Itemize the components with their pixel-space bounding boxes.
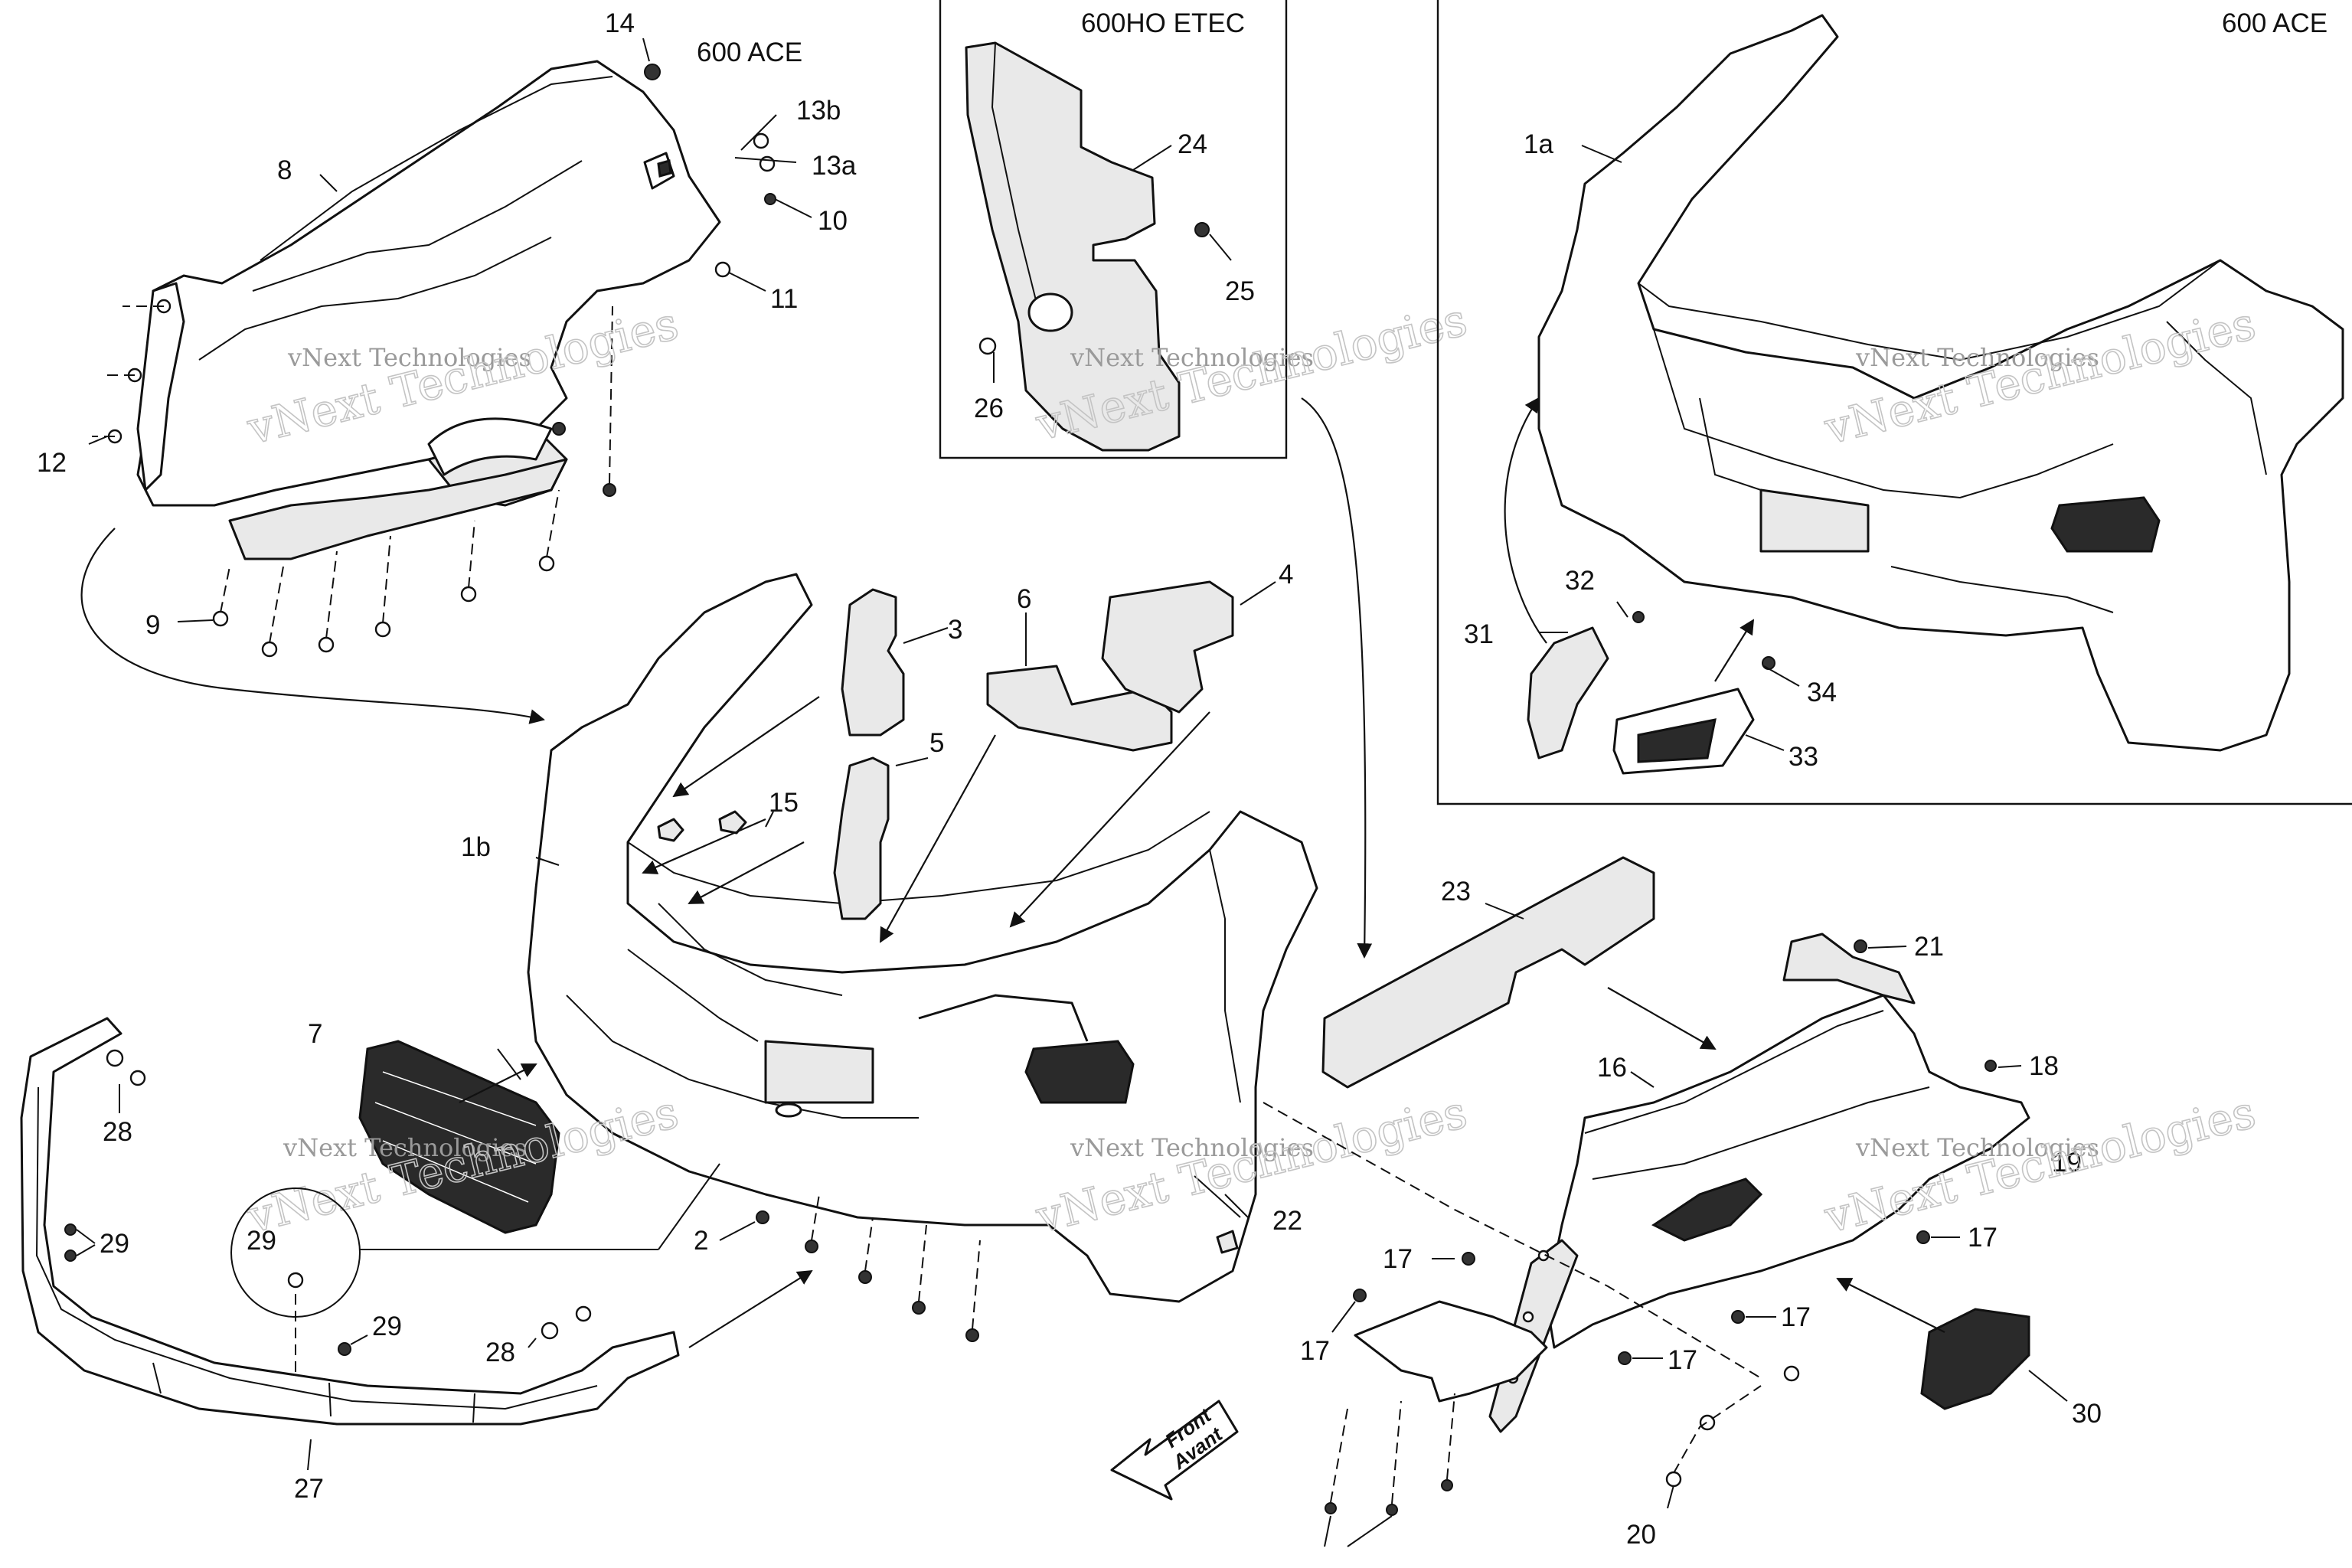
label-15: 15 — [769, 788, 799, 818]
label-29a: 29 — [100, 1229, 129, 1259]
label-11: 11 — [770, 284, 798, 314]
label-7: 7 — [308, 1019, 322, 1049]
fastener-25 — [1194, 222, 1210, 237]
etec-inset: 600HO ETEC 24 25 26 vNext Technologies v… — [939, 0, 1472, 459]
part-31 — [1527, 626, 1609, 760]
label-28a: 28 — [103, 1117, 132, 1147]
label-20: 20 — [1626, 1520, 1656, 1550]
ace-header: 600 ACE — [2222, 8, 2328, 38]
label-33: 33 — [1788, 742, 1818, 772]
label-3: 3 — [948, 615, 962, 645]
label-29b: 29 — [247, 1226, 276, 1256]
label-28b: 28 — [485, 1338, 515, 1367]
hood-1b — [527, 573, 1318, 1303]
label-10: 10 — [818, 206, 848, 236]
label-5: 5 — [929, 728, 944, 758]
fastener-34 — [1762, 656, 1775, 670]
label-17e: 17 — [1300, 1336, 1330, 1366]
label-19: 19 — [2052, 1148, 2082, 1178]
label-8: 8 — [277, 155, 292, 185]
label-34: 34 — [1807, 678, 1837, 707]
label-1a: 1a — [1524, 129, 1553, 159]
watermark-small: vNext Technologies — [1070, 343, 1314, 372]
label-18: 18 — [2029, 1051, 2059, 1081]
label-16: 16 — [1597, 1053, 1627, 1083]
ace-inset: 600 ACE 1a 31 32 34 33 vNext Technologie… — [1436, 0, 2352, 805]
foam-4 — [1101, 580, 1234, 714]
label-27: 27 — [294, 1474, 324, 1504]
hood-upper-assembly: 600 ACE — [37, 8, 857, 724]
label-21: 21 — [1914, 932, 1944, 962]
label-9: 9 — [145, 610, 160, 640]
ace-small-header: 600 ACE — [697, 38, 802, 67]
label-32: 32 — [1565, 566, 1595, 596]
label-13a: 13a — [812, 151, 857, 181]
label-6: 6 — [1017, 584, 1031, 614]
nut-15a — [657, 818, 684, 842]
label-24: 24 — [1178, 129, 1207, 159]
foam-6 — [986, 665, 1173, 752]
watermark-small: vNext Technologies — [287, 343, 531, 372]
watermark-small: vNext Technologies — [1855, 1133, 2099, 1162]
foam-23 — [1321, 856, 1655, 1089]
fastener-14 — [644, 64, 661, 80]
part-9-skirt — [228, 458, 568, 560]
fastener-11 — [714, 261, 731, 278]
hood-1a — [1537, 14, 2344, 752]
label-2: 2 — [694, 1226, 708, 1256]
label-22: 22 — [1272, 1206, 1302, 1236]
part-24-hole — [1027, 292, 1073, 332]
bumper-assembly: 28 29 29 28 27 — [20, 1017, 813, 1504]
grill-7 — [358, 1040, 560, 1234]
label-12: 12 — [37, 448, 67, 478]
label-17a: 17 — [1968, 1223, 1998, 1253]
fastener-22 — [1216, 1230, 1239, 1254]
fastener-10 — [764, 193, 776, 205]
label-17c: 17 — [1781, 1302, 1811, 1332]
hood-main-assembly: 3 4 5 6 15 7 1b 2 22 vNext Technologies … — [230, 560, 1472, 1413]
front-direction-arrow: Front Avant — [1110, 1400, 1239, 1501]
label-25: 25 — [1225, 276, 1255, 306]
belly-pan-16 — [1545, 994, 2030, 1349]
part-24-panel — [965, 41, 1181, 452]
label-17d: 17 — [1668, 1345, 1697, 1375]
watermark-small: vNext Technologies — [1070, 1133, 1314, 1162]
fastener-26 — [978, 337, 997, 355]
foam-5 — [833, 756, 890, 920]
skid-plate — [1354, 1300, 1548, 1403]
label-14: 14 — [605, 8, 635, 38]
label-4: 4 — [1279, 560, 1293, 590]
label-23: 23 — [1441, 877, 1471, 906]
watermark-small: vNext Technologies — [1855, 343, 2099, 372]
label-29c: 29 — [372, 1312, 402, 1341]
watermark-small: vNext Technologies — [283, 1133, 527, 1162]
fastener-32 — [1632, 611, 1645, 623]
fastener-13b — [753, 132, 769, 149]
nut-15b — [718, 810, 747, 835]
foam-3 — [841, 588, 905, 737]
label-1b: 1b — [461, 832, 491, 862]
label-26: 26 — [974, 394, 1004, 423]
part-8-hood-upper — [136, 60, 721, 507]
bumper-27 — [20, 1017, 680, 1426]
part-30 — [1920, 1308, 2030, 1410]
label-17b: 17 — [1383, 1244, 1413, 1274]
label-30: 30 — [2072, 1399, 2102, 1429]
etec-header: 600HO ETEC — [1081, 8, 1245, 38]
label-31: 31 — [1464, 619, 1494, 649]
label-13b: 13b — [796, 96, 841, 126]
